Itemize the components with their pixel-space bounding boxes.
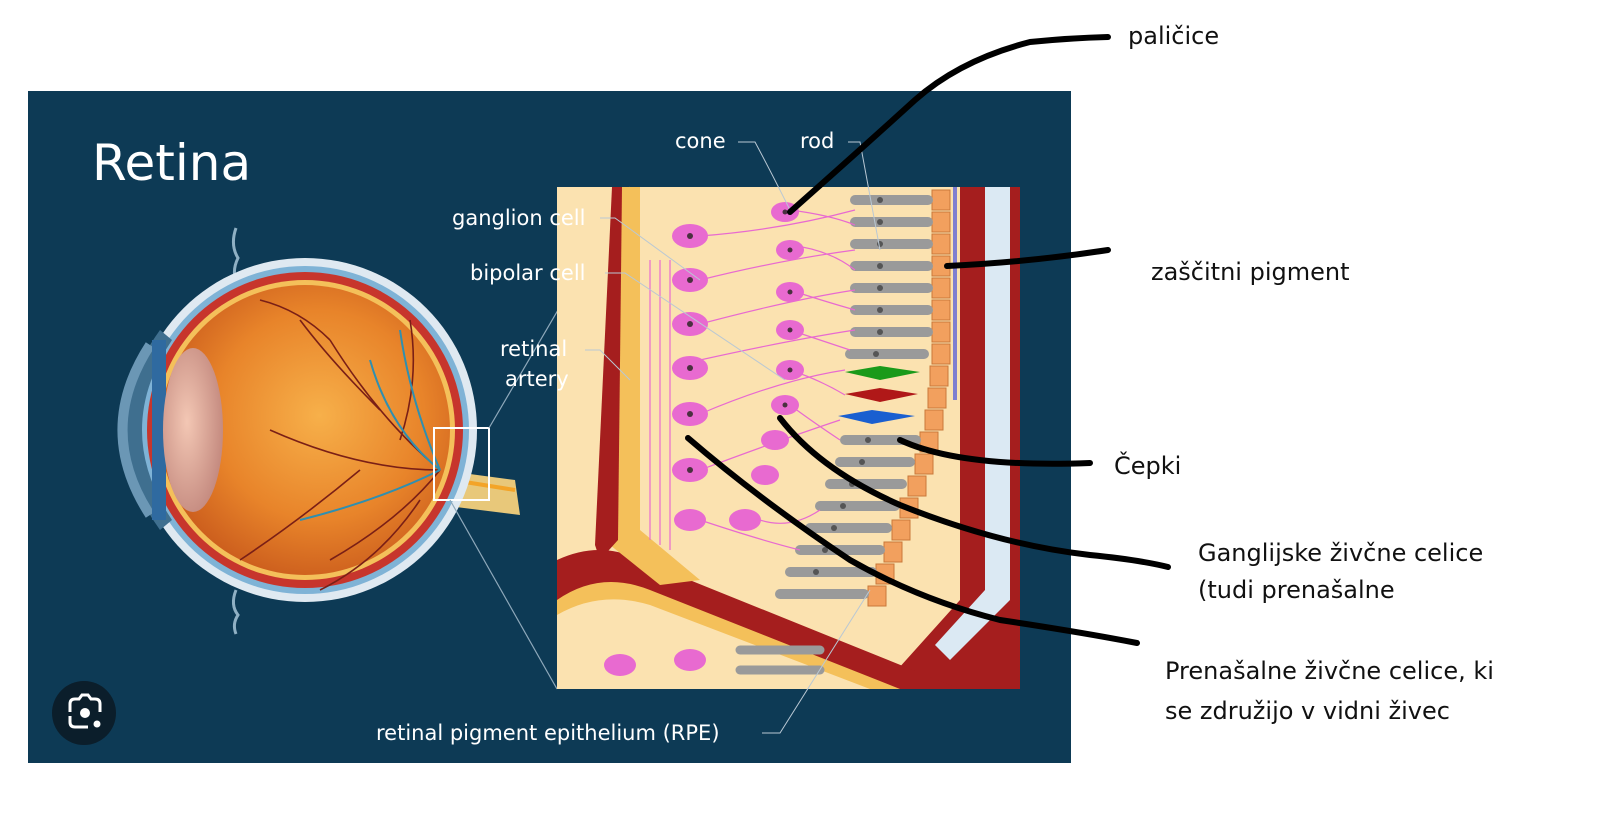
annotation-prenasalne-2: se združijo v vidni živec bbox=[1165, 697, 1450, 725]
google-lens-icon[interactable] bbox=[52, 681, 116, 745]
retina-detail bbox=[557, 187, 1020, 689]
label-retinal-artery-1: retinal bbox=[500, 337, 567, 361]
annotation-strokes bbox=[685, 34, 1171, 646]
label-retinal-artery-2: artery bbox=[505, 367, 569, 391]
eyeball bbox=[117, 186, 631, 690]
label-cone: cone bbox=[675, 129, 726, 153]
magnify-box bbox=[433, 427, 490, 501]
colored-cones bbox=[838, 366, 920, 424]
label-bipolar-cell: bipolar cell bbox=[470, 261, 586, 285]
annotation-ganglijske-1: Ganglijske živčne celice bbox=[1198, 539, 1483, 567]
annotation-prenasalne-1: Prenašalne živčne celice, ki bbox=[1165, 657, 1494, 685]
annotation-palicice: paličice bbox=[1128, 22, 1219, 50]
annotation-zascitni-pigment: zaščitni pigment bbox=[1151, 258, 1350, 286]
annotation-cepki: Čepki bbox=[1114, 450, 1181, 480]
label-rod: rod bbox=[800, 129, 834, 153]
label-rpe: retinal pigment epithelium (RPE) bbox=[376, 721, 720, 745]
label-ganglion-cell: ganglion cell bbox=[452, 206, 585, 230]
annotation-ganglijske-2: (tudi prenašalne bbox=[1198, 576, 1395, 604]
diagram-title: Retina bbox=[92, 134, 251, 192]
